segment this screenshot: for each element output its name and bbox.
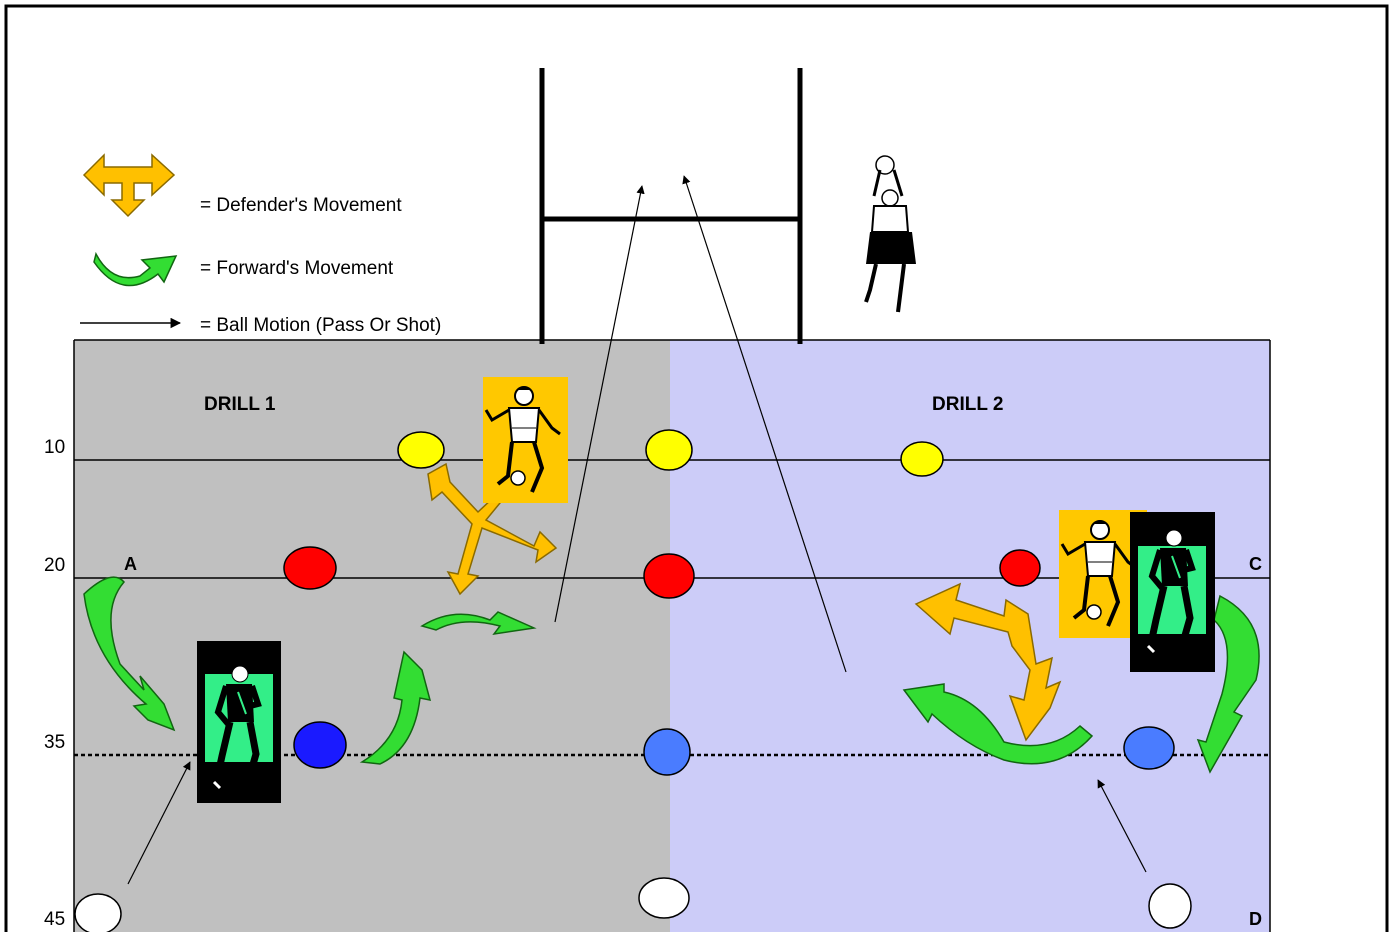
forward-arrow-drill2 [902,683,1094,765]
forward-arrow-c [1196,594,1260,774]
position-a: A [124,554,137,574]
player-figure-forward-drill1 [197,641,281,803]
ball-arrow-shot-drill2 [682,175,847,673]
goal-posts [539,68,803,344]
forward-arrow-icon [93,251,178,287]
cone-blue [1123,726,1175,770]
legend-ball-label: = Ball Motion (Pass Or Shot) [200,315,441,336]
cone-yellow [397,431,445,469]
legend-defender-label: = Defender's Movement [200,195,402,216]
ball-arrow-shot-drill1 [554,185,645,623]
cone-blue [293,721,347,769]
yard-label-10: 10 [44,437,65,458]
drill1-area [74,340,670,932]
cone-blue [643,728,691,776]
ball-arrow-pass-drill2 [1097,779,1147,873]
drill2-title: DRILL 2 [932,394,1003,415]
forward-arrow-drill1-top [420,611,537,636]
defender-arrow-drill2 [914,582,1062,742]
yard-label-20: 20 [44,555,65,576]
player-figure-defender-drill1 [483,377,568,503]
drill1-title: DRILL 1 [204,394,276,415]
outer-frame [4,4,1389,932]
legend-forward-label: = Forward's Movement [200,258,394,279]
cone-red [283,546,337,590]
position-c: C [1249,554,1262,574]
forward-arrow-blue-cone [359,650,432,765]
cone-yellow [900,441,944,477]
cone-white [74,893,122,932]
cone-red [999,549,1041,587]
player-figure-forward-drill2 [1130,512,1215,672]
position-d: D [1249,909,1262,929]
goalkeeper-figure [864,155,916,313]
forward-arrow-a [83,576,176,732]
cone-white [1148,883,1192,929]
ball-arrow-pass-drill1 [127,761,191,885]
cone-yellow [645,429,693,471]
cone-white [638,877,690,919]
yard-label-45: 45 [44,909,65,930]
yard-label-35: 35 [44,732,65,753]
defender-arrow-icon [82,153,176,218]
cone-red [643,553,695,599]
